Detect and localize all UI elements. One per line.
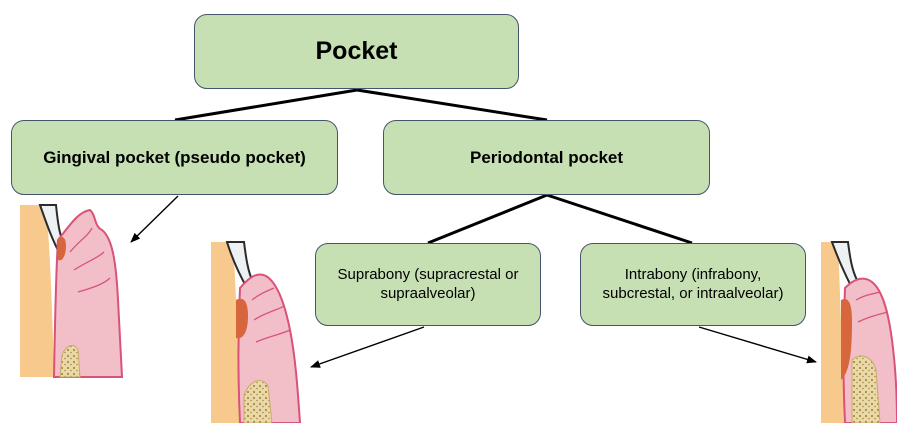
arrow-intrabony [699,327,816,362]
intrabony-pocket-node-label: Intrabony (infrabony, subcrestal, or int… [593,266,793,304]
gingival-pocket-illustration [20,205,122,377]
pocket-node: Pocket [194,14,519,89]
intrabony-pocket-illustration [821,242,897,423]
gingival-pocket-node-label: Gingival pocket (pseudo pocket) [43,147,306,168]
arrow-suprabony [311,327,424,367]
suprabony-pocket-node: Suprabony (supracrestal or supraalveolar… [315,243,541,326]
pocket-node-label: Pocket [316,36,398,67]
periodontal-pocket-node-label: Periodontal pocket [470,147,623,168]
periodontal-pocket-node: Periodontal pocket [383,120,710,195]
gingival-pocket-node: Gingival pocket (pseudo pocket) [11,120,338,195]
intrabony-pocket-node: Intrabony (infrabony, subcrestal, or int… [580,243,806,326]
connector-periodontal-suprabony [428,195,547,243]
arrow-gingival [131,196,178,242]
connector-pocket-gingival [175,90,357,120]
suprabony-pocket-illustration [211,242,303,423]
suprabony-pocket-node-label: Suprabony (supracrestal or supraalveolar… [326,266,530,304]
connector-pocket-periodontal [357,90,547,120]
connector-periodontal-intrabony [547,195,692,243]
